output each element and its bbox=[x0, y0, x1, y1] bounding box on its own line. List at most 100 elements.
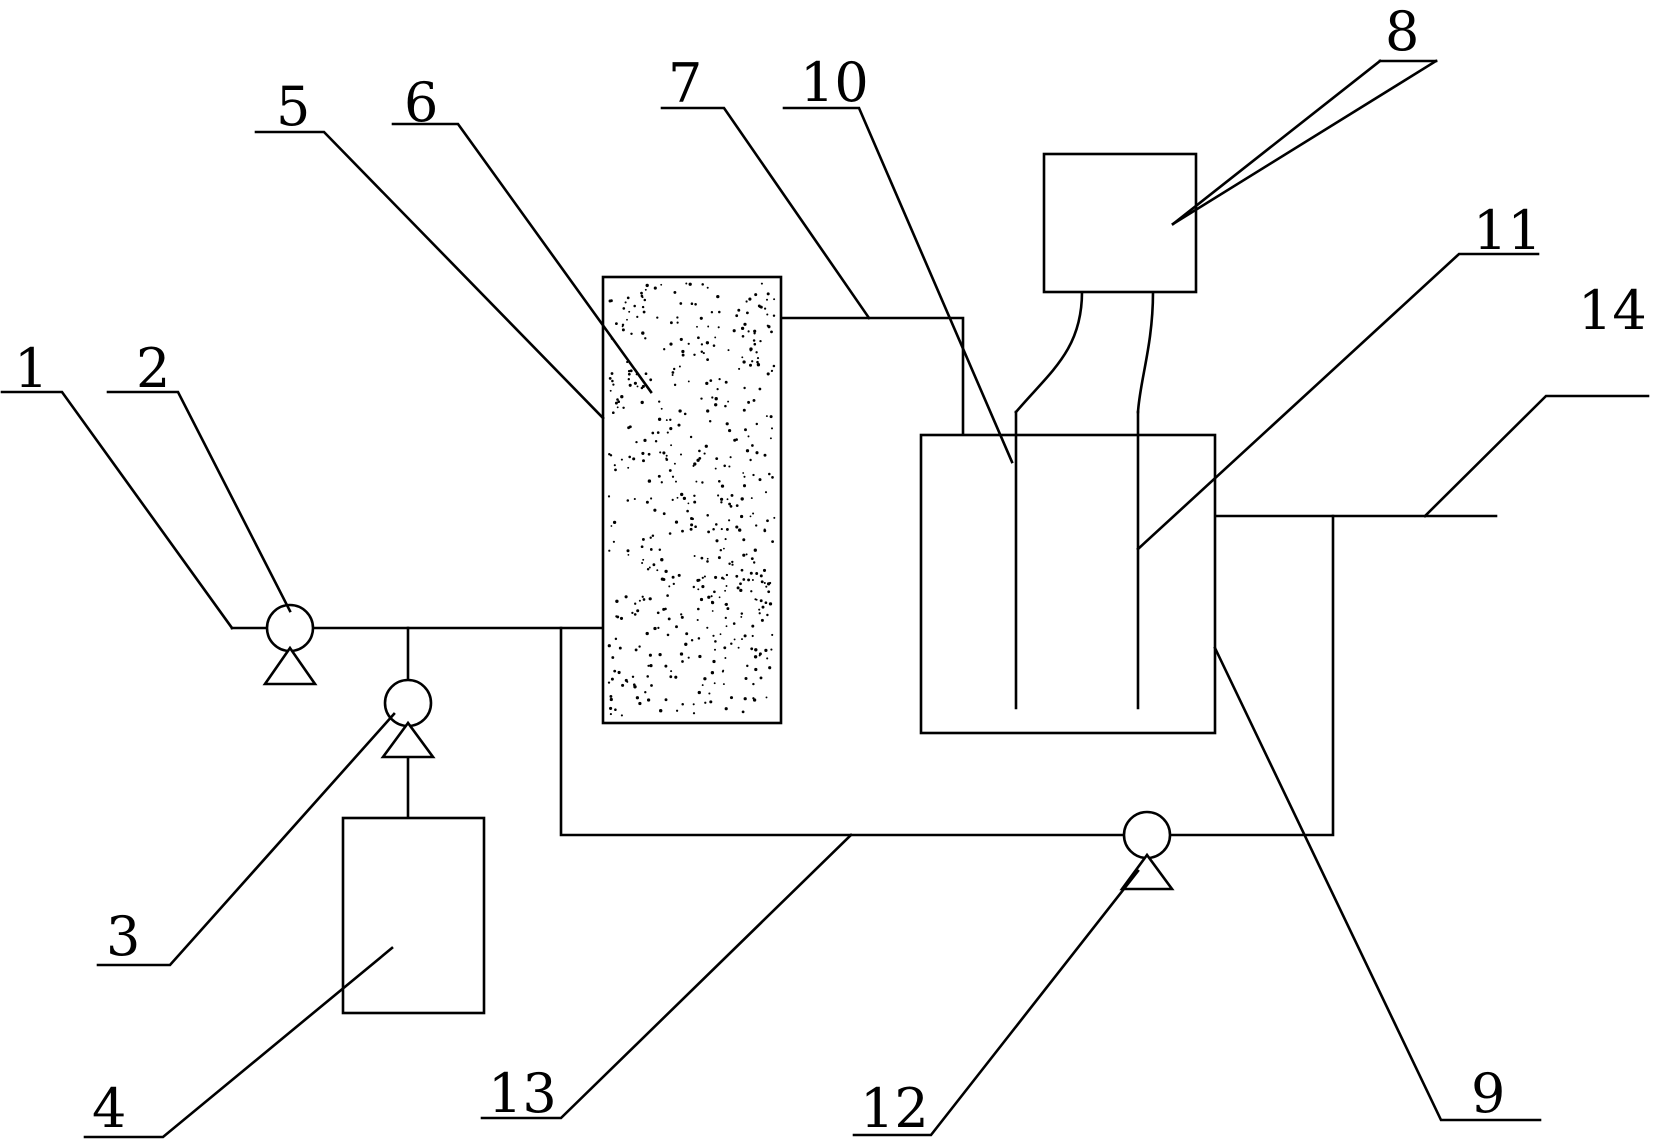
packing-dot bbox=[735, 574, 739, 578]
packing-dot bbox=[712, 344, 716, 347]
packing-dot bbox=[752, 398, 756, 402]
packing-dot bbox=[664, 698, 668, 702]
packing-dot bbox=[633, 497, 636, 501]
packing-dot bbox=[616, 398, 619, 401]
packing-dot bbox=[694, 303, 697, 306]
packing-dot bbox=[769, 415, 773, 419]
packing-dot bbox=[628, 455, 631, 459]
packing-dot bbox=[641, 451, 645, 455]
packing-dot bbox=[649, 664, 653, 668]
packing-dot bbox=[716, 388, 719, 391]
packing-dot bbox=[768, 666, 772, 670]
packing-dot bbox=[721, 576, 724, 580]
packing-dot bbox=[712, 528, 715, 531]
packing-dot bbox=[738, 528, 742, 532]
packing-dot bbox=[693, 353, 696, 357]
packing-dot bbox=[703, 452, 706, 455]
leader-8-tail bbox=[1171, 59, 1382, 226]
packing-dot bbox=[690, 523, 694, 527]
packing-dot bbox=[611, 656, 615, 659]
packing-dot bbox=[760, 618, 764, 622]
packing-dot bbox=[711, 610, 714, 612]
packing-dot bbox=[766, 613, 769, 617]
packing-dot bbox=[766, 372, 770, 376]
packing-dot bbox=[759, 305, 763, 309]
packing-dot bbox=[740, 326, 745, 331]
packing-dot bbox=[617, 670, 621, 675]
packing-dot bbox=[633, 613, 637, 616]
packing-dot bbox=[707, 595, 711, 599]
packing-dot bbox=[696, 578, 700, 582]
packing-dot bbox=[704, 701, 707, 704]
packing-dot bbox=[755, 451, 759, 455]
packing-dot bbox=[609, 697, 613, 702]
packing-dot bbox=[668, 469, 672, 472]
packing-dot bbox=[768, 602, 773, 606]
packing-dot bbox=[742, 578, 746, 581]
packing-dot bbox=[614, 637, 618, 641]
packing-dot bbox=[713, 648, 717, 651]
packing-dot bbox=[658, 548, 662, 551]
packing-dot bbox=[636, 385, 639, 388]
packing-dot bbox=[685, 632, 689, 636]
packing-dot bbox=[719, 548, 723, 552]
packing-dot bbox=[645, 283, 649, 288]
packing-dot bbox=[700, 397, 703, 400]
packing-dot bbox=[666, 633, 670, 637]
packing-dot bbox=[687, 342, 690, 345]
cable-left bbox=[1014, 290, 1084, 414]
packing-dot bbox=[660, 407, 663, 410]
packing-dot bbox=[755, 572, 759, 575]
packing-dot bbox=[636, 609, 640, 613]
packing-dot bbox=[728, 519, 731, 522]
leader-8 bbox=[1171, 59, 1438, 226]
inlet-pump bbox=[262, 603, 318, 686]
packing-dot bbox=[737, 646, 740, 649]
packing-dot bbox=[718, 310, 721, 314]
packing-dot bbox=[708, 420, 712, 423]
packing-dot bbox=[698, 654, 702, 659]
packing-dot bbox=[706, 514, 709, 517]
packing-dot bbox=[761, 605, 765, 609]
leader-7 bbox=[660, 106, 871, 320]
packing-dot bbox=[632, 457, 636, 461]
packing-dot bbox=[644, 288, 647, 291]
packing-dot bbox=[676, 321, 679, 324]
packing-dot bbox=[743, 386, 746, 390]
packing-dot bbox=[720, 528, 723, 531]
dosing-pump-body-icon bbox=[383, 678, 433, 728]
packing-dot bbox=[740, 615, 743, 618]
packing-dot bbox=[690, 302, 694, 305]
packing-dot bbox=[710, 600, 715, 605]
packing-dot bbox=[759, 676, 763, 680]
packing-dot bbox=[680, 492, 684, 497]
packing-dot bbox=[767, 325, 771, 329]
packing-dot bbox=[669, 342, 673, 346]
leader-3 bbox=[96, 712, 396, 967]
packing-dot bbox=[673, 462, 676, 465]
leader-10 bbox=[782, 106, 1014, 464]
packing-dot bbox=[745, 300, 748, 303]
packing-dot bbox=[728, 429, 732, 433]
packing-dot bbox=[635, 440, 638, 444]
packing-dot bbox=[656, 569, 659, 572]
packing-dot bbox=[747, 330, 750, 333]
packing-dot bbox=[714, 575, 718, 579]
packing-dot bbox=[651, 534, 655, 538]
packing-dot bbox=[619, 616, 624, 620]
packing-dot bbox=[724, 589, 727, 592]
packing-dot bbox=[717, 494, 720, 497]
packing-dot bbox=[685, 282, 688, 285]
packing-dot bbox=[671, 374, 674, 376]
packing-dot bbox=[646, 698, 651, 702]
packing-dot bbox=[697, 690, 701, 695]
packing-dot bbox=[675, 480, 677, 483]
leader-12 bbox=[852, 869, 1140, 1137]
packing-dot bbox=[714, 397, 718, 401]
packing-dot bbox=[717, 556, 721, 560]
packing-dot bbox=[759, 574, 763, 578]
packing-dot bbox=[638, 645, 641, 648]
packing-dot bbox=[669, 418, 672, 422]
packing-dot bbox=[773, 516, 776, 519]
packing-dot bbox=[676, 316, 679, 319]
